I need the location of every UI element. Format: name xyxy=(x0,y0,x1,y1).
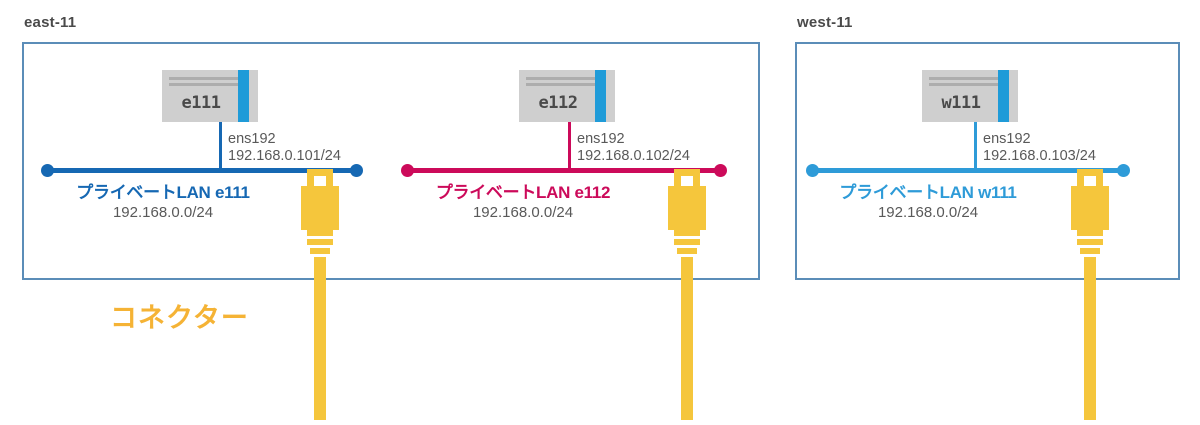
server-status-accent-icon xyxy=(238,70,249,122)
lan-endpoint-dot-right-w111 xyxy=(1117,164,1130,177)
server-status-accent-icon xyxy=(998,70,1009,122)
server-vent-lines-icon xyxy=(526,77,596,89)
server-name-w111: w111 xyxy=(941,93,981,113)
nic-info-e111: ens192 192.168.0.101/24 xyxy=(228,131,341,165)
lan-name-w111: プライベートLAN w111 xyxy=(839,183,1017,202)
lan-endpoint-dot-left-w111 xyxy=(806,164,819,177)
lan-cidr-w111: 192.168.0.0/24 xyxy=(877,204,979,221)
server-node-e112[interactable]: e112 xyxy=(519,70,615,122)
lan-cidr-e112: 192.168.0.0/24 xyxy=(472,204,574,221)
nic-address-e112: 192.168.0.102/24 xyxy=(577,148,690,164)
nic-device-e111: ens192 xyxy=(228,131,276,147)
nic-address-w111: 192.168.0.103/24 xyxy=(983,148,1096,164)
ethernet-connector-e111[interactable] xyxy=(294,167,346,425)
server-vent-lines-icon xyxy=(169,77,239,89)
lan-cidr-e111: 192.168.0.0/24 xyxy=(112,204,214,221)
ethernet-plug-icon xyxy=(1071,169,1109,420)
lan-name-e112: プライベートLAN e112 xyxy=(435,183,611,202)
nic-info-w111: ens192 192.168.0.103/24 xyxy=(983,131,1096,165)
lan-bus-e112[interactable] xyxy=(401,164,727,177)
server-vent-lines-icon xyxy=(929,77,999,89)
zone-box-east-11 xyxy=(22,42,760,280)
server-status-accent-icon xyxy=(595,70,606,122)
server-name-e111: e111 xyxy=(181,93,221,113)
lan-endpoint-dot-right-e112 xyxy=(714,164,727,177)
lan-label-e112: プライベートLAN e112 192.168.0.0/24 xyxy=(394,182,652,222)
lan-endpoint-dot-right-e111 xyxy=(350,164,363,177)
ethernet-plug-icon xyxy=(668,169,706,420)
lan-bus-w111[interactable] xyxy=(806,164,1130,177)
nic-info-e112: ens192 192.168.0.102/24 xyxy=(577,131,690,165)
lan-endpoint-dot-left-e111 xyxy=(41,164,54,177)
zone-label-east-11: east-11 xyxy=(24,14,77,31)
nic-link-e112 xyxy=(568,122,571,172)
server-node-w111[interactable]: w111 xyxy=(922,70,1018,122)
server-name-e112: e112 xyxy=(538,93,578,113)
lan-bus-e111[interactable] xyxy=(41,164,363,177)
connector-caption: コネクター xyxy=(110,303,249,333)
nic-link-e111 xyxy=(219,122,222,172)
nic-device-w111: ens192 xyxy=(983,131,1031,147)
lan-endpoint-dot-left-e112 xyxy=(401,164,414,177)
lan-label-w111: プライベートLAN w111 192.168.0.0/24 xyxy=(799,182,1057,222)
nic-device-e112: ens192 xyxy=(577,131,625,147)
nic-link-w111 xyxy=(974,122,977,172)
zone-label-west-11: west-11 xyxy=(797,14,853,31)
ethernet-plug-icon xyxy=(301,169,339,420)
lan-label-e111: プライベートLAN e111 192.168.0.0/24 xyxy=(34,182,292,222)
ethernet-connector-e112[interactable] xyxy=(661,167,713,425)
nic-address-e111: 192.168.0.101/24 xyxy=(228,148,341,164)
server-node-e111[interactable]: e111 xyxy=(162,70,258,122)
lan-name-e111: プライベートLAN e111 xyxy=(76,183,250,202)
ethernet-connector-w111[interactable] xyxy=(1064,167,1116,425)
